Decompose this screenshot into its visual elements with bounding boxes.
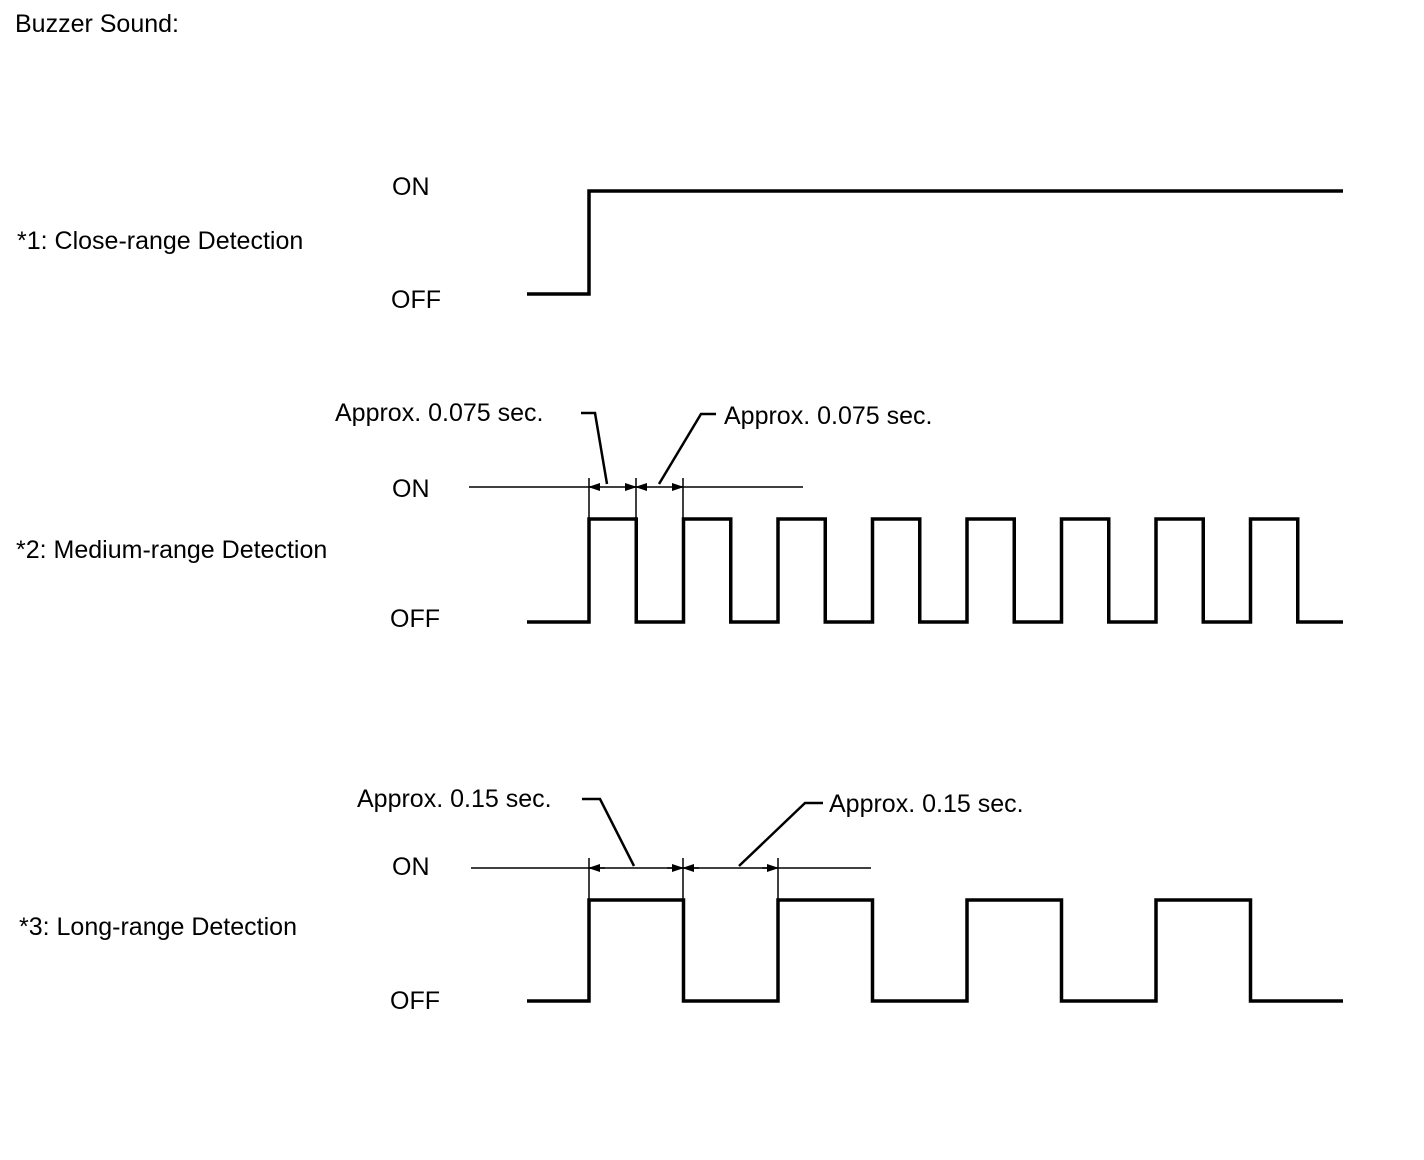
annotation-on-duration: Approx. 0.15 sec. [357,785,552,813]
row-label-medium-range: *2: Medium-range Detection [16,536,328,564]
medium-range-dimension [469,411,803,519]
close-range-waveform [527,189,1343,296]
on-level-label: ON [392,173,430,201]
on-level-label: ON [392,853,430,881]
long-range-waveform [527,898,1343,1003]
leader-line [738,801,823,867]
annotation-on-duration: Approx. 0.075 sec. [335,399,544,427]
on-level-label: ON [392,475,430,503]
leader-line [582,797,636,867]
off-level-label: OFF [390,605,440,633]
medium-range-waveform [527,517,1343,624]
leader-line [581,411,609,485]
off-level-label: OFF [390,987,440,1015]
annotation-off-duration: Approx. 0.15 sec. [829,790,1024,818]
annotation-off-duration: Approx. 0.075 sec. [724,402,933,430]
row-label-close-range: *1: Close-range Detection [17,227,304,255]
leader-line [657,412,716,485]
off-level-label: OFF [391,286,441,314]
row-label-long-range: *3: Long-range Detection [19,913,297,941]
page-title: Buzzer Sound: [15,10,179,38]
long-range-dimension [471,797,871,900]
